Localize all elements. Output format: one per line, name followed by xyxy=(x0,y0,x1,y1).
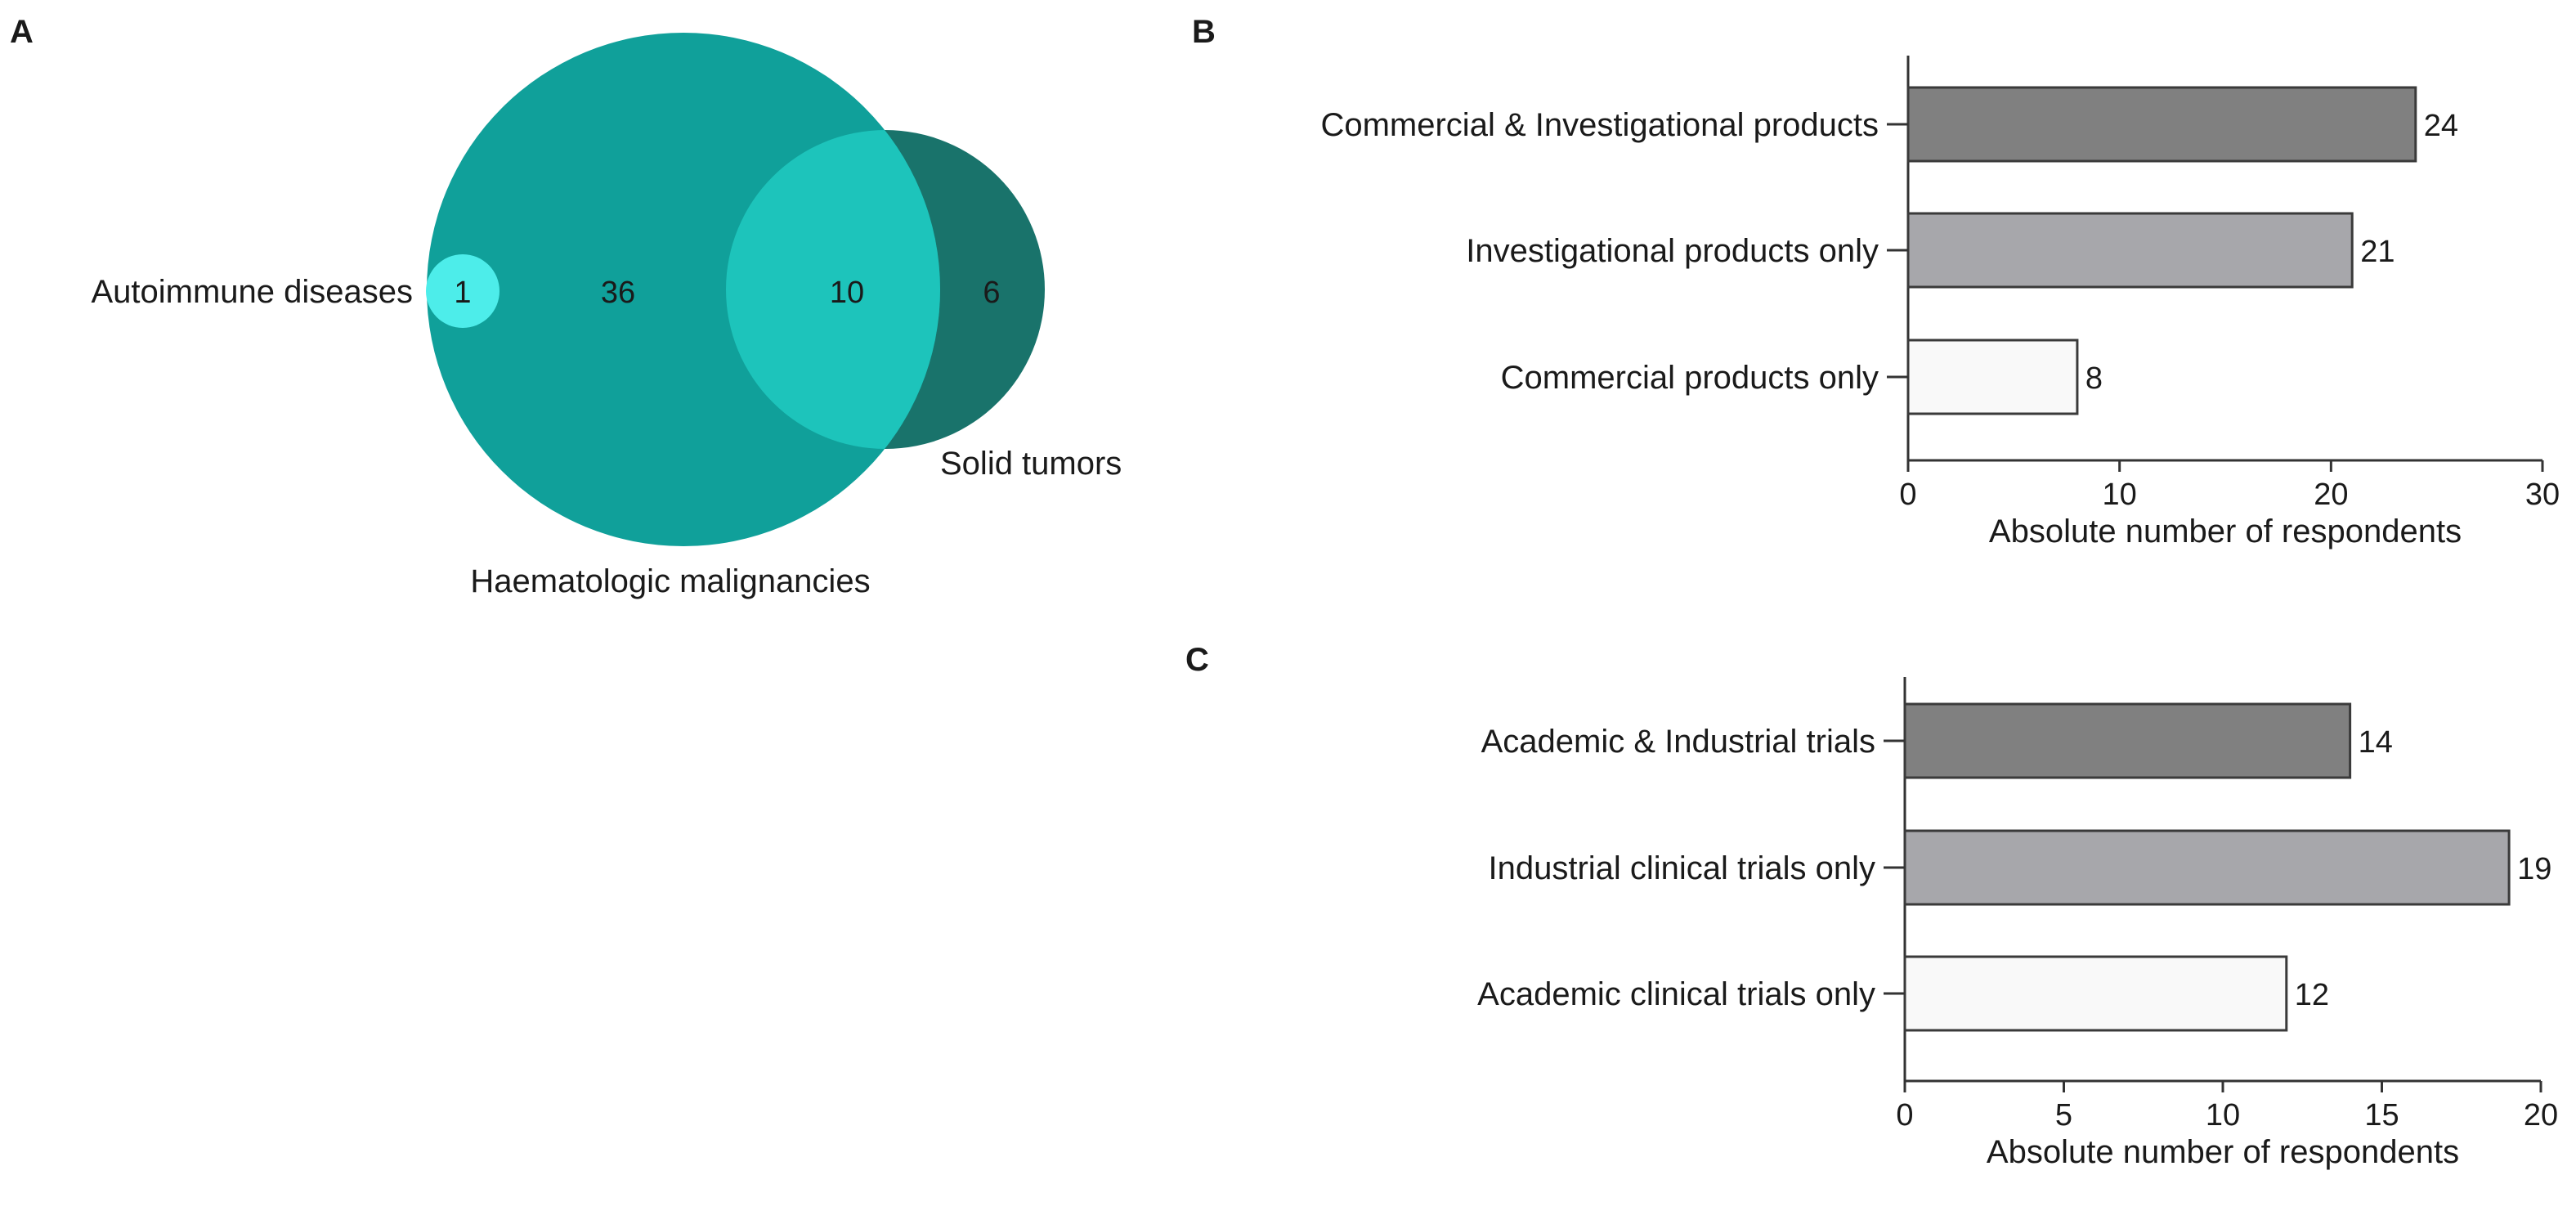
venn-label-solid: Solid tumors xyxy=(940,446,1122,482)
x-tick-label-b-2: 20 xyxy=(2314,478,2348,512)
venn-count-autoimmune: 1 xyxy=(454,276,471,310)
category-label-b-2: Commercial products only xyxy=(1501,360,1879,396)
x-tick-label-b-3: 30 xyxy=(2525,478,2560,512)
value-label-c-0: 14 xyxy=(2359,725,2393,760)
x-tick-label-c-3: 15 xyxy=(2364,1098,2399,1133)
bar-c-0 xyxy=(1903,702,2352,779)
x-axis-title-b: Absolute number of respondents xyxy=(1989,514,2462,549)
value-label-c-1: 19 xyxy=(2517,852,2551,886)
bar-b-0 xyxy=(1906,86,2417,163)
venn-count-overlap: 10 xyxy=(830,276,864,310)
x-tick-label-c-4: 20 xyxy=(2524,1098,2558,1133)
x-axis-title-c: Absolute number of respondents xyxy=(1987,1134,2459,1170)
x-tick-label-c-0: 0 xyxy=(1896,1098,1913,1133)
value-label-c-2: 12 xyxy=(2295,978,2329,1012)
category-label-b-0: Commercial & Investigational products xyxy=(1320,107,1879,143)
category-label-b-1: Investigational products only xyxy=(1466,233,1879,269)
venn-diagram: 1 36 10 6 Autoimmune diseases Haematolog… xyxy=(91,33,1122,599)
venn-circle-autoimmune-diseases xyxy=(426,254,500,328)
value-label-b-1: 21 xyxy=(2360,235,2395,269)
x-tick-label-c-1: 5 xyxy=(2055,1098,2072,1133)
venn-label-haematologic: Haematologic malignancies xyxy=(470,563,870,599)
x-tick-label-b-0: 0 xyxy=(1899,478,1916,512)
bar-c-2 xyxy=(1903,955,2288,1032)
venn-count-solid: 6 xyxy=(983,276,1000,310)
bar-b-2 xyxy=(1906,339,2079,415)
panel-label-c: C xyxy=(1185,642,1209,678)
venn-label-autoimmune: Autoimmune diseases xyxy=(91,274,413,310)
category-label-c-0: Academic & Industrial trials xyxy=(1481,724,1875,760)
value-label-b-2: 8 xyxy=(2085,361,2103,396)
panel-label-a: A xyxy=(10,14,34,50)
venn-count-haematologic: 36 xyxy=(601,276,635,310)
x-tick-label-c-2: 10 xyxy=(2206,1098,2240,1133)
panel-label-b: B xyxy=(1192,14,1216,50)
category-label-c-1: Industrial clinical trials only xyxy=(1488,850,1875,886)
bar-b-1 xyxy=(1906,212,2354,289)
value-label-b-0: 24 xyxy=(2424,109,2458,143)
bar-c-1 xyxy=(1903,829,2511,906)
venn-overlap-haematologic-solid xyxy=(726,130,940,449)
x-tick-label-b-1: 10 xyxy=(2103,478,2137,512)
category-label-c-2: Academic clinical trials only xyxy=(1477,976,1875,1012)
